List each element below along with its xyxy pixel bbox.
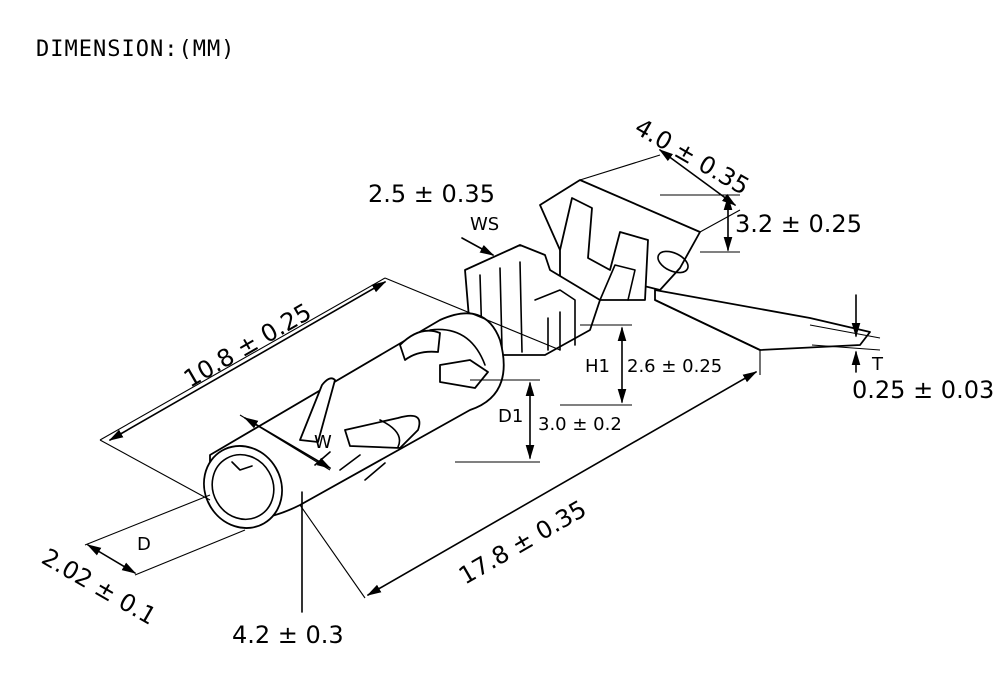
dimension-lines <box>84 149 881 613</box>
thickness-label: 0.25 ± 0.03 <box>852 376 994 404</box>
overall-length-label: 17.8 ± 0.35 <box>454 495 591 590</box>
insulation-height-label: 2.6 ± 0.25 <box>627 356 722 377</box>
tab-width-label: 4.0 ± 0.35 <box>630 113 754 201</box>
barrel-outer-tag: D1 <box>498 406 523 427</box>
wire-slot-tag: WS <box>470 214 499 235</box>
insulation-height-tag: H1 <box>585 356 610 377</box>
width-tag: W <box>314 432 332 453</box>
wire-slot-label: 2.5 ± 0.35 <box>368 180 495 208</box>
tab-height-label: 3.2 ± 0.25 <box>735 210 862 238</box>
pin-diameter-label: 2.02 ± 0.1 <box>37 543 161 631</box>
pin-diameter-tag: D <box>137 534 151 555</box>
barrel-outer-label: 3.0 ± 0.2 <box>538 414 622 435</box>
thickness-tag: T <box>871 354 884 375</box>
barrel-length-label: 10.8 ± 0.25 <box>179 298 316 393</box>
width-label: 4.2 ± 0.3 <box>232 621 344 649</box>
drawing-title: DIMENSION:(MM) <box>36 37 235 62</box>
